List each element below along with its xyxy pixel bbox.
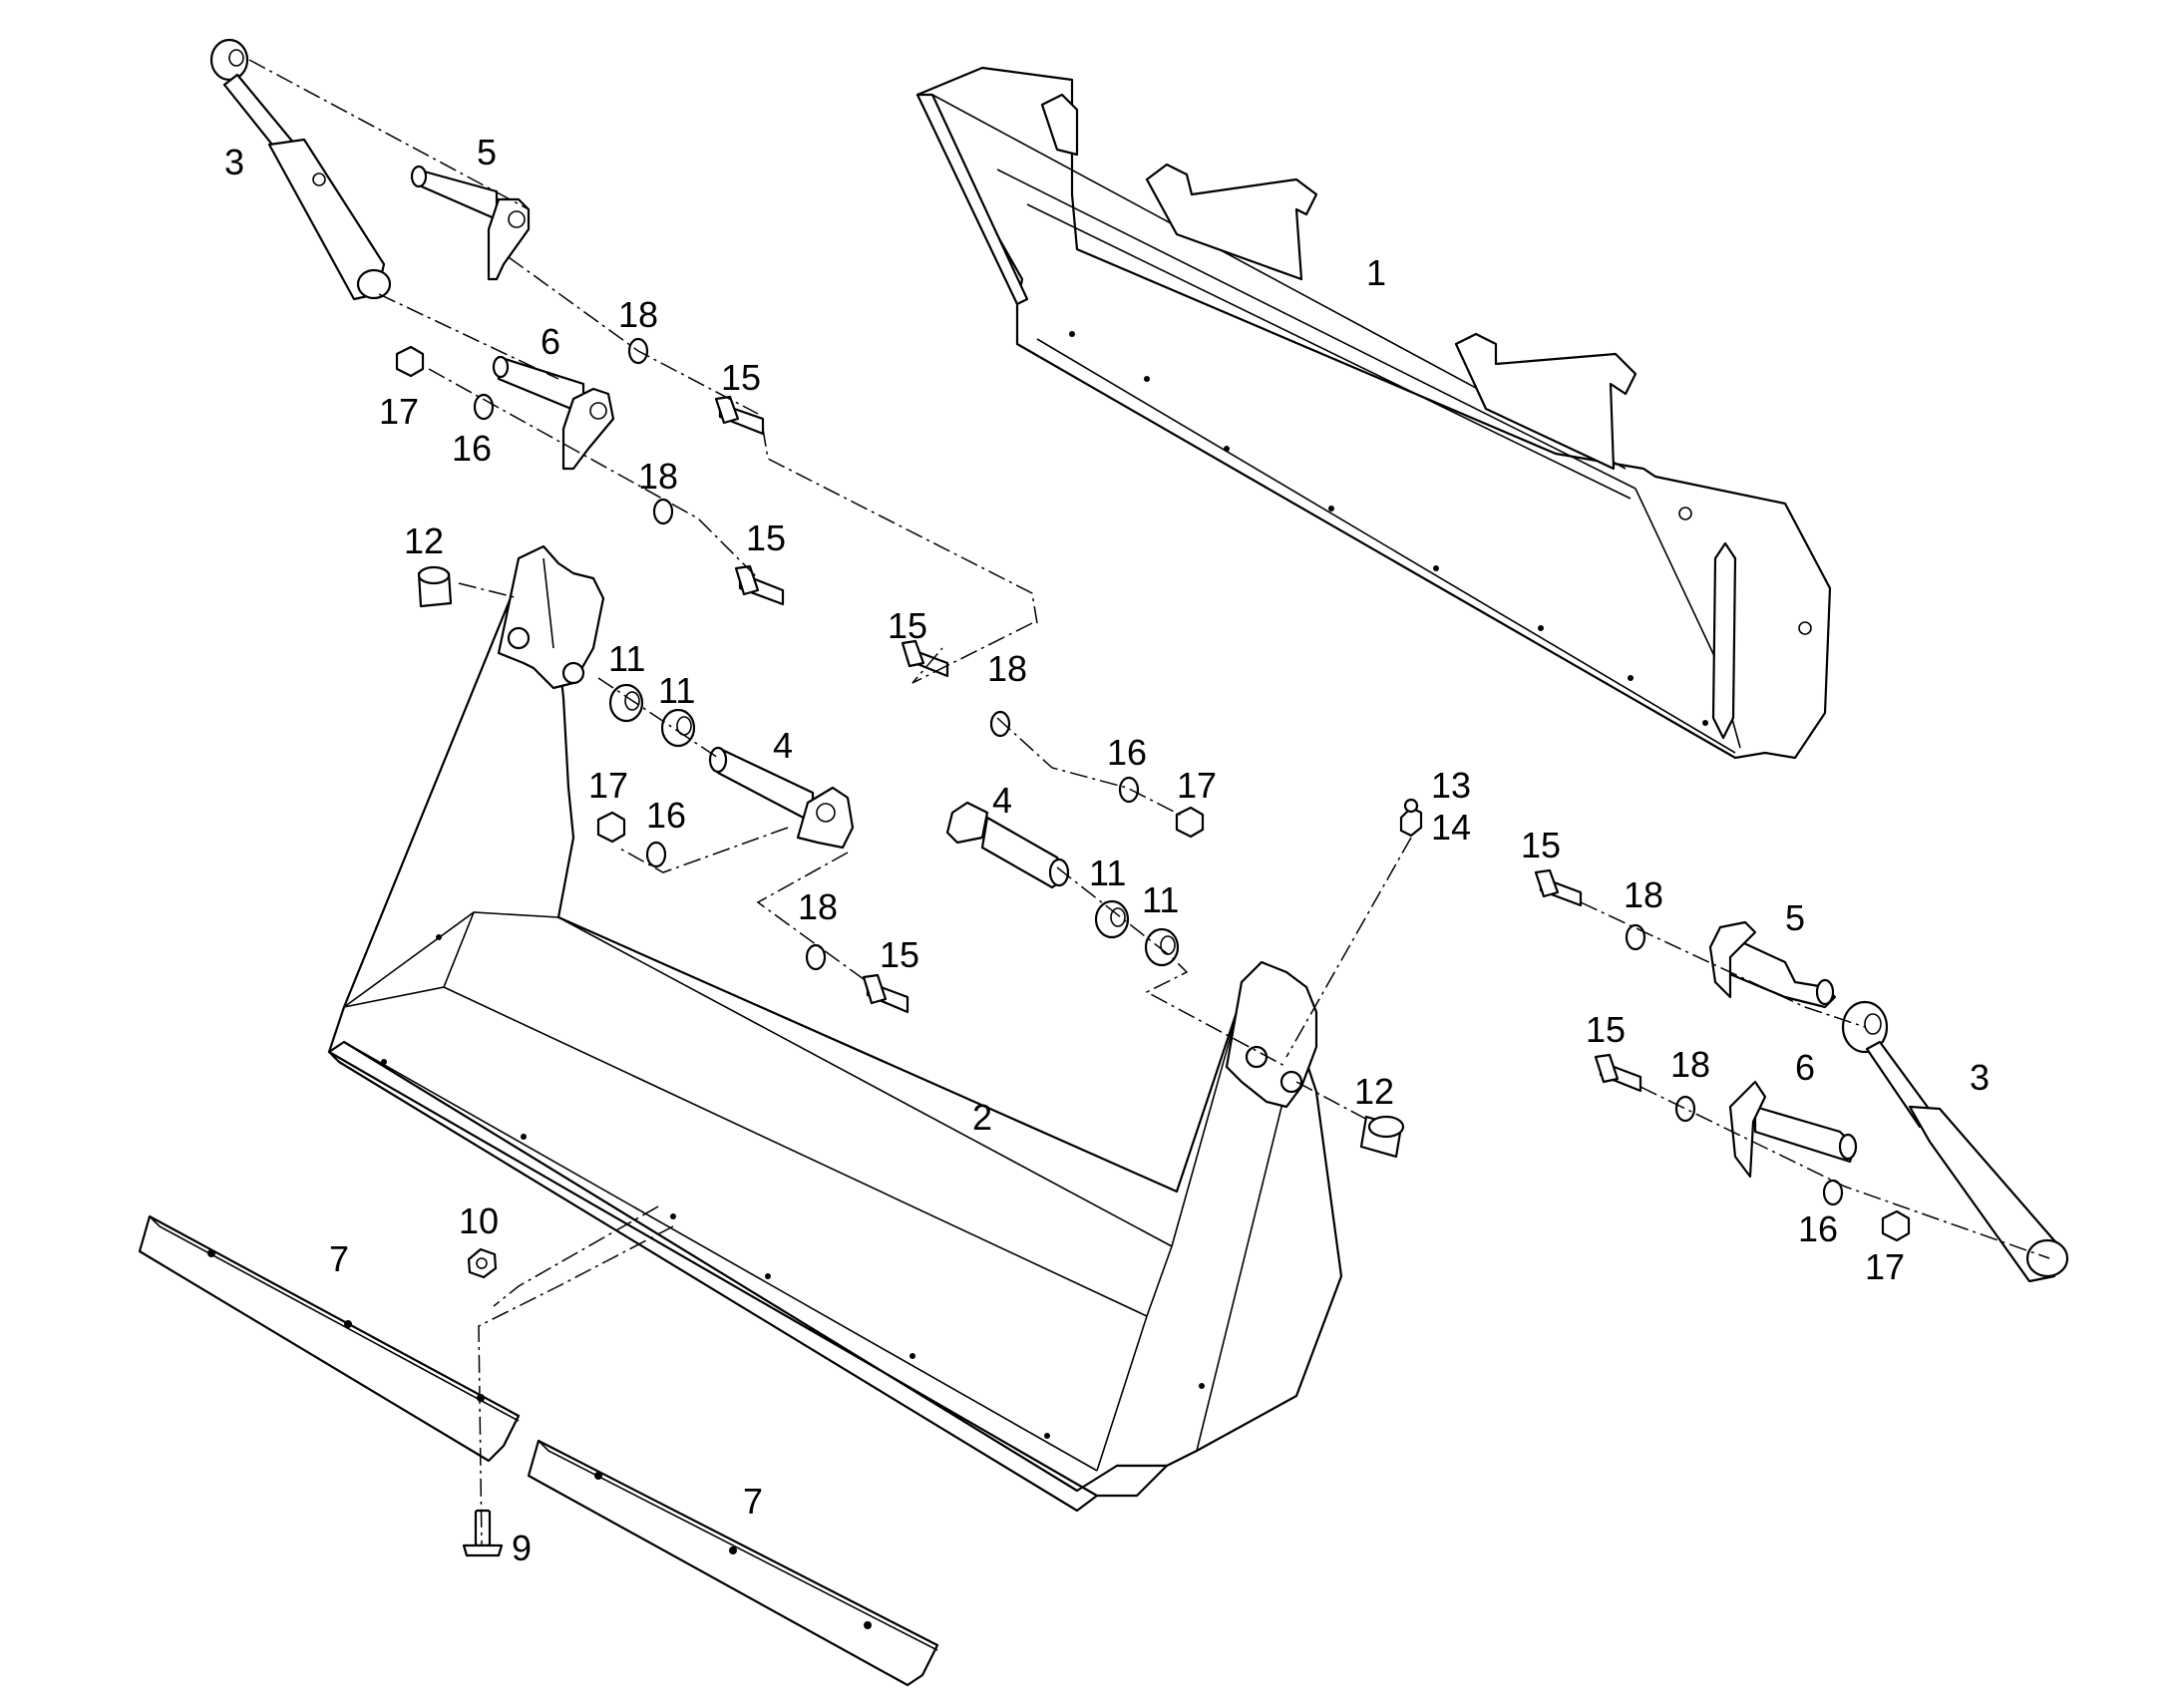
callout-16-c: 16 <box>1107 732 1147 773</box>
part-3-cylinder-right <box>1841 1000 2069 1283</box>
callout-11-a: 11 <box>608 638 645 679</box>
part-2-bucket <box>327 556 1343 1513</box>
callout-11-c: 11 <box>1089 853 1126 893</box>
callout-11-d: 11 <box>1142 879 1179 920</box>
callout-7-right: 7 <box>743 1481 763 1522</box>
callout-17-d: 17 <box>1865 1246 1905 1287</box>
callout-12-right: 12 <box>1354 1071 1394 1112</box>
callout-labels: 1 2 3 3 4 4 5 5 6 6 7 7 9 10 11 11 11 11… <box>224 132 1990 1568</box>
callout-4-right: 4 <box>992 780 1012 821</box>
part-6-pin-right <box>1728 1080 1858 1179</box>
callout-15-d: 15 <box>880 934 919 975</box>
part-4-pin-left <box>708 746 855 850</box>
callout-17-b: 17 <box>588 765 628 806</box>
part-12-bushings <box>417 565 1405 1159</box>
callout-12-left: 12 <box>404 520 444 561</box>
assembly-center-lines <box>248 59 2050 1546</box>
callout-15-a: 15 <box>721 357 761 398</box>
callout-16-d: 16 <box>1798 1208 1838 1249</box>
callout-2: 2 <box>972 1097 992 1138</box>
callout-15-f: 15 <box>1586 1009 1626 1050</box>
callout-15-b: 15 <box>746 517 786 558</box>
callout-18-f: 18 <box>1670 1044 1710 1085</box>
part-17-nuts <box>395 345 1911 1242</box>
bucket-left-mount-ears <box>497 544 605 690</box>
callout-18-e: 18 <box>1624 874 1663 915</box>
callout-3-right: 3 <box>1970 1057 1990 1098</box>
callout-5-left: 5 <box>477 132 497 172</box>
callout-4-left: 4 <box>773 725 793 766</box>
callout-7-left: 7 <box>329 1238 349 1279</box>
callout-6-left: 6 <box>541 321 560 362</box>
callout-15-c: 15 <box>888 605 927 646</box>
callout-16-b: 16 <box>646 795 686 836</box>
callout-5-right: 5 <box>1785 897 1805 938</box>
callout-16-a: 16 <box>452 428 492 469</box>
callout-18-a: 18 <box>618 294 658 335</box>
callout-17-a: 17 <box>379 391 419 432</box>
callout-13: 13 <box>1431 765 1471 806</box>
part-16-18-washers <box>473 337 1844 1206</box>
callout-6-right: 6 <box>1795 1047 1815 1088</box>
callout-3-left: 3 <box>224 142 244 182</box>
part-6-pin-left <box>492 355 615 471</box>
part-7-cutting-edge-right <box>527 1439 939 1687</box>
part-9-bolt <box>462 1509 504 1557</box>
callout-1: 1 <box>1366 252 1386 293</box>
part-5-pin-right <box>1708 920 1837 1009</box>
callout-15-e: 15 <box>1521 825 1561 865</box>
callout-10: 10 <box>459 1200 499 1241</box>
callout-9: 9 <box>512 1528 532 1568</box>
callout-17-c: 17 <box>1177 765 1217 806</box>
part-3-cylinder-left <box>209 38 392 301</box>
part-7-cutting-edge-left <box>138 1214 521 1463</box>
callout-18-b: 18 <box>638 456 678 497</box>
part-5-pin-left <box>410 165 531 281</box>
part-10-nut <box>467 1247 498 1279</box>
callout-18-c: 18 <box>987 648 1027 689</box>
part-4-pin-right <box>945 801 1070 889</box>
part-1-attachment-frame <box>915 66 1832 760</box>
part-11-bushings <box>608 683 1180 967</box>
part-15-bolts <box>714 395 1642 1093</box>
callout-18-d: 18 <box>798 886 838 927</box>
bucket-right-mount-ears <box>1225 960 1318 1109</box>
callout-14: 14 <box>1431 807 1471 848</box>
part-13-14-grease-fitting <box>1399 798 1423 838</box>
callout-11-b: 11 <box>658 670 695 711</box>
